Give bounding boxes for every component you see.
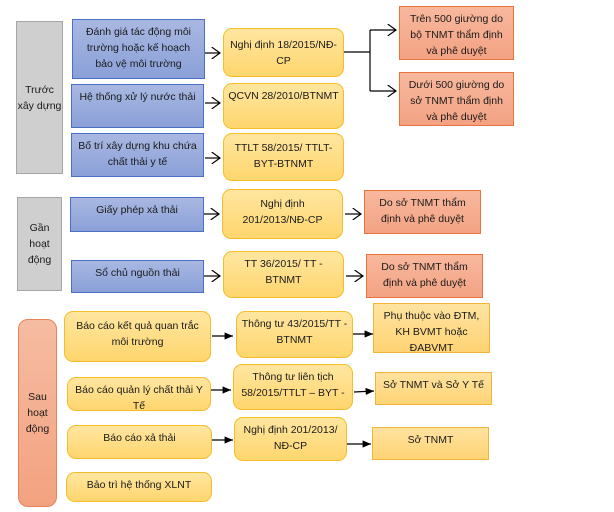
activity-label: Hệ thống xử lý nước thải bbox=[79, 91, 196, 103]
stage-label: Sau hoạt động bbox=[25, 391, 50, 435]
stage-label: Trước xây dựng bbox=[17, 83, 62, 112]
regulation-label: Nghị định 201/2013/NĐ-CP bbox=[242, 198, 323, 226]
activity-label: Giấy phép xả thải bbox=[96, 204, 178, 216]
authority-label: Do sở TNMT thẩm định và phê duyệt bbox=[379, 197, 466, 225]
authority-box: Sở TNMT và Sở Y Tế bbox=[375, 372, 492, 405]
regulation-box: Nghị định 201/2013/NĐ-CP bbox=[222, 189, 343, 239]
authority-label: Sở TNMT bbox=[407, 434, 454, 446]
activity-box: Giấy phép xả thải bbox=[70, 197, 204, 232]
activity-box: Báo cáo kết quả quan trắc môi trường bbox=[64, 311, 211, 362]
regulation-label: Thông tư 43/2015/TT - BTNMT bbox=[241, 318, 348, 346]
activity-label: Sổ chủ nguồn thải bbox=[95, 267, 180, 279]
regulation-box: TTLT 58/2015/ TTLT-BYT-BTNMT bbox=[223, 133, 344, 181]
regulation-label: Nghị định 201/2013/ NĐ-CP bbox=[243, 424, 338, 452]
authority-box: Dưới 500 giường do sở TNMT thẩm định và … bbox=[399, 72, 514, 126]
stage-before-construction: Trước xây dựng bbox=[16, 21, 63, 174]
activity-box: Báo cáo xả thải bbox=[67, 425, 212, 459]
authority-box: Sở TNMT bbox=[372, 427, 489, 460]
activity-label: Bố trí xây dựng khu chứa chất thải y tế bbox=[78, 140, 197, 168]
activity-label: Báo cáo quản lý chất thải Y Tế bbox=[75, 384, 203, 412]
authority-label: Dưới 500 giường do sở TNMT thẩm định và … bbox=[408, 79, 505, 123]
stage-label: Gần hoạt động bbox=[27, 222, 52, 266]
regulation-label: TT 36/2015/ TT -BTNMT bbox=[244, 258, 323, 286]
regulation-box: Nghị định 201/2013/ NĐ-CP bbox=[234, 417, 347, 461]
authority-box: Phụ thuộc vào ĐTM, KH BVMT hoặc ĐABVMT bbox=[373, 303, 490, 354]
authority-box: Trên 500 giường do bộ TNMT thẩm định và … bbox=[399, 6, 514, 60]
activity-label: Báo cáo kết quả quan trắc môi trường bbox=[76, 320, 199, 348]
activity-box: Bố trí xây dựng khu chứa chất thải y tế bbox=[71, 133, 204, 177]
regulation-box: Thông tư liên tịch 58/2015/TTLT – BYT - bbox=[233, 364, 353, 410]
arrow bbox=[353, 387, 375, 396]
authority-box: Do sở TNMT thẩm định và phê duyệt bbox=[364, 190, 481, 234]
stage-near-operation: Gần hoạt động bbox=[17, 197, 62, 291]
regulation-box: QCVN 28/2010/BTNMT bbox=[223, 83, 344, 129]
activity-label: Bảo trì hệ thống XLNT bbox=[86, 479, 192, 491]
authority-box: Do sở TNMT thẩm định và phê duyệt bbox=[366, 254, 483, 298]
regulation-label: Thông tư liên tịch 58/2015/TTLT – BYT - bbox=[241, 371, 345, 399]
regulation-label: TTLT 58/2015/ TTLT-BYT-BTNMT bbox=[234, 142, 333, 170]
authority-label: Phụ thuộc vào ĐTM, KH BVMT hoặc ĐABVMT bbox=[383, 310, 480, 354]
activity-box: Báo cáo quản lý chất thải Y Tế bbox=[67, 377, 211, 412]
regulation-label: Nghị định 18/2015/NĐ-CP bbox=[230, 39, 337, 67]
regulation-box: Nghị định 18/2015/NĐ-CP bbox=[223, 28, 344, 77]
authority-label: Trên 500 giường do bộ TNMT thẩm định và … bbox=[410, 13, 503, 57]
stage-after-operation: Sau hoạt động bbox=[18, 319, 57, 507]
regulation-box: Thông tư 43/2015/TT - BTNMT bbox=[236, 311, 353, 358]
activity-label: Báo cáo xả thải bbox=[103, 432, 176, 444]
activity-box: Sổ chủ nguồn thải bbox=[71, 260, 204, 293]
activity-label: Đánh giá tác động môi trường hoặc kế hoạ… bbox=[85, 26, 192, 70]
activity-box: Bảo trì hệ thống XLNT bbox=[66, 472, 212, 502]
activity-box: Hệ thống xử lý nước thải bbox=[71, 84, 204, 128]
authority-label: Do sở TNMT thẩm định và phê duyệt bbox=[381, 261, 468, 289]
regulation-box: TT 36/2015/ TT -BTNMT bbox=[223, 251, 344, 298]
authority-label: Sở TNMT và Sở Y Tế bbox=[383, 379, 484, 391]
regulation-label: QCVN 28/2010/BTNMT bbox=[228, 90, 339, 102]
activity-box: Đánh giá tác động môi trường hoặc kế hoạ… bbox=[72, 19, 205, 79]
